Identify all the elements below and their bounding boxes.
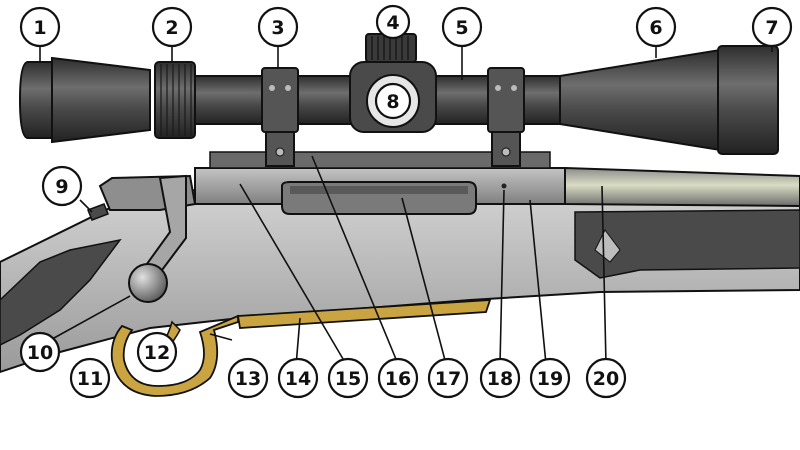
callout-label: 11 (77, 368, 103, 390)
callout-label: 12 (144, 342, 170, 364)
callout-label: 2 (165, 17, 178, 39)
callout-label: 6 (649, 17, 662, 39)
callout-label: 5 (455, 17, 468, 39)
barrel-body (564, 166, 800, 208)
callout-1: 1 (19, 6, 61, 48)
callout-label: 8 (386, 91, 399, 113)
callout-label: 7 (765, 17, 778, 39)
leader-lines (39, 46, 773, 367)
callout-label: 9 (55, 176, 68, 198)
callout-label: 10 (27, 342, 53, 364)
safety-lever (87, 203, 109, 221)
barrel (564, 166, 800, 208)
callout-label: 1 (33, 17, 46, 39)
callout-17: 17 (427, 357, 469, 399)
callout-16: 16 (377, 357, 419, 399)
bolt-assembly (87, 174, 197, 303)
callout-15: 15 (327, 357, 369, 399)
callout-label: 15 (335, 368, 361, 390)
callout-label: 17 (435, 368, 461, 390)
trigger-guard (110, 314, 239, 397)
callout-4: 4 (375, 4, 411, 40)
callout-11: 11 (69, 357, 111, 399)
callout-label: 4 (386, 12, 399, 34)
callout-13: 13 (227, 357, 269, 399)
callout-label: 13 (235, 368, 261, 390)
stock-dark-forend-panel (574, 209, 800, 279)
scope-ring-rear (261, 67, 299, 167)
bolt-knob (128, 263, 168, 303)
callout-6: 6 (635, 6, 677, 48)
callout-14: 14 (277, 357, 319, 399)
power-ring-knurling (160, 64, 192, 136)
callout-5: 5 (441, 6, 483, 48)
callout-label: 19 (537, 368, 563, 390)
callout-20: 20 (585, 357, 627, 399)
callout-label: 14 (285, 368, 311, 390)
ejection-port-shadow (290, 186, 468, 194)
callout-12: 12 (136, 331, 178, 373)
stock-dark-grip-panel (0, 238, 122, 346)
scope-ring-front (487, 67, 525, 167)
callout-label: 18 (487, 368, 513, 390)
callout-label: 3 (271, 17, 284, 39)
receiver-screw (501, 183, 507, 189)
callout-label: 16 (385, 368, 411, 390)
callout-9: 9 (41, 165, 83, 207)
scope-objective-bell (559, 48, 721, 152)
callout-19: 19 (529, 357, 571, 399)
floorplate (236, 299, 492, 329)
elevation-turret-knurling (371, 36, 409, 60)
stock-forend-notch (594, 229, 621, 263)
scope-eyepiece-bell (18, 61, 53, 139)
callout-7: 7 (751, 6, 793, 48)
callout-8: 8 (374, 82, 412, 120)
callout-3: 3 (257, 6, 299, 48)
scope-objective-end (717, 45, 779, 155)
callout-10: 10 (19, 331, 61, 373)
scope-eyepiece (51, 56, 151, 144)
callout-18: 18 (479, 357, 521, 399)
callout-2: 2 (151, 6, 193, 48)
stock (0, 189, 800, 374)
callout-label: 20 (593, 368, 619, 390)
